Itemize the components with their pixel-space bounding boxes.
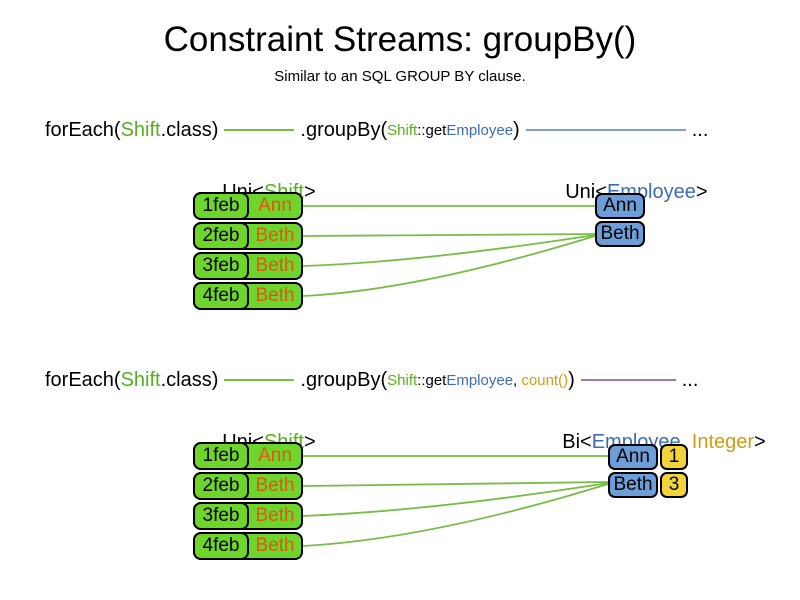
table-row: 3feb Beth	[193, 502, 303, 530]
code-param-class: Shift	[387, 121, 418, 139]
connector-line	[302, 482, 609, 517]
group-employee-box: Ann	[595, 193, 645, 219]
employee-cell: Beth	[255, 255, 295, 276]
table-row: 4feb Beth	[193, 532, 303, 560]
employee-cell: Beth	[255, 225, 295, 246]
group-count-box: 1	[660, 444, 688, 470]
date-cell: 3feb	[193, 252, 249, 280]
group-boxes-bottom: Ann 1 Beth 3	[608, 444, 688, 498]
table-row: 1feb Ann	[193, 192, 303, 220]
code-param-type: Employee	[446, 121, 514, 139]
code-param-count: count()	[521, 371, 569, 389]
code-type-shift: Shift	[120, 368, 161, 391]
code-param-method: ::get	[417, 121, 447, 139]
bi-employee-integer-label: Bi<Employee, Integer>	[540, 408, 766, 477]
date-cell: 3feb	[193, 502, 249, 530]
code-text: )	[513, 118, 520, 141]
code-text: .class)	[160, 118, 219, 141]
code-param-type: Employee	[446, 371, 514, 389]
date-cell: 2feb	[193, 472, 249, 500]
employee-cell: Beth	[255, 505, 295, 526]
code-param-separator: ,	[513, 371, 522, 389]
table-row: 1feb Ann	[193, 442, 303, 470]
employee-cell: Beth	[255, 475, 295, 496]
code-text: )	[568, 368, 575, 391]
connector-line	[302, 235, 596, 297]
code-text: forEach(	[45, 368, 121, 391]
group-employee-box: Beth	[608, 472, 658, 498]
label-text: >	[303, 431, 316, 453]
code-type-shift: Shift	[120, 118, 161, 141]
group-row: Beth 3	[608, 472, 688, 498]
date-cell: 4feb	[193, 532, 249, 560]
label-text: >	[754, 431, 766, 453]
slide-title: Constraint Streams: groupBy()	[163, 20, 637, 59]
date-cell: 2feb	[193, 222, 249, 250]
label-text: Bi<	[562, 431, 592, 453]
bi-stream-line-purple	[580, 379, 676, 381]
uni-stream-line-blue	[525, 129, 686, 131]
label-text: >	[695, 181, 708, 203]
shift-table-bottom: 1feb Ann 2feb Beth 3feb Beth 4feb Beth	[193, 442, 303, 562]
employee-cell: Beth	[255, 285, 295, 306]
connector-line	[302, 481, 609, 487]
date-cell: 4feb	[193, 282, 249, 310]
slide-subtitle: Similar to an SQL GROUP BY clause.	[274, 68, 526, 85]
label-type: Integer	[691, 431, 755, 453]
employee-cell: Beth	[255, 535, 295, 556]
uni-stream-line-green	[224, 129, 295, 131]
group-boxes-top: Ann Beth	[595, 193, 645, 247]
date-cell: 1feb	[193, 192, 249, 220]
code-param-method: ::get	[417, 371, 447, 389]
uni-stream-line-green	[224, 379, 295, 381]
label-text: ,	[680, 431, 692, 453]
code-param-class: Shift	[387, 371, 418, 389]
group-count-box: 3	[660, 472, 688, 498]
table-row: 2feb Beth	[193, 222, 303, 250]
code-ellipsis: ...	[681, 368, 699, 391]
table-row: 2feb Beth	[193, 472, 303, 500]
group-employee-box: Ann	[608, 444, 658, 470]
code-text: forEach(	[45, 118, 121, 141]
code-ellipsis: ...	[691, 118, 709, 141]
label-text: >	[303, 181, 316, 203]
connector-line	[302, 483, 609, 547]
connector-line	[302, 234, 596, 267]
employee-cell: Ann	[258, 445, 292, 466]
code-line-2: forEach(Shift.class) .groupBy(Shift::get…	[45, 366, 698, 394]
table-row: 4feb Beth	[193, 282, 303, 310]
group-employee-box: Beth	[595, 221, 645, 247]
connector-line	[302, 233, 596, 237]
code-text: .groupBy(	[300, 368, 388, 391]
date-cell: 1feb	[193, 442, 249, 470]
table-row: 3feb Beth	[193, 252, 303, 280]
code-text: .class)	[160, 368, 219, 391]
code-line-1: forEach(Shift.class) .groupBy(Shift::get…	[45, 116, 708, 144]
code-text: .groupBy(	[300, 118, 388, 141]
group-row: Ann 1	[608, 444, 688, 470]
employee-cell: Ann	[258, 195, 292, 216]
shift-table-top: 1feb Ann 2feb Beth 3feb Beth 4feb Beth	[193, 192, 303, 312]
